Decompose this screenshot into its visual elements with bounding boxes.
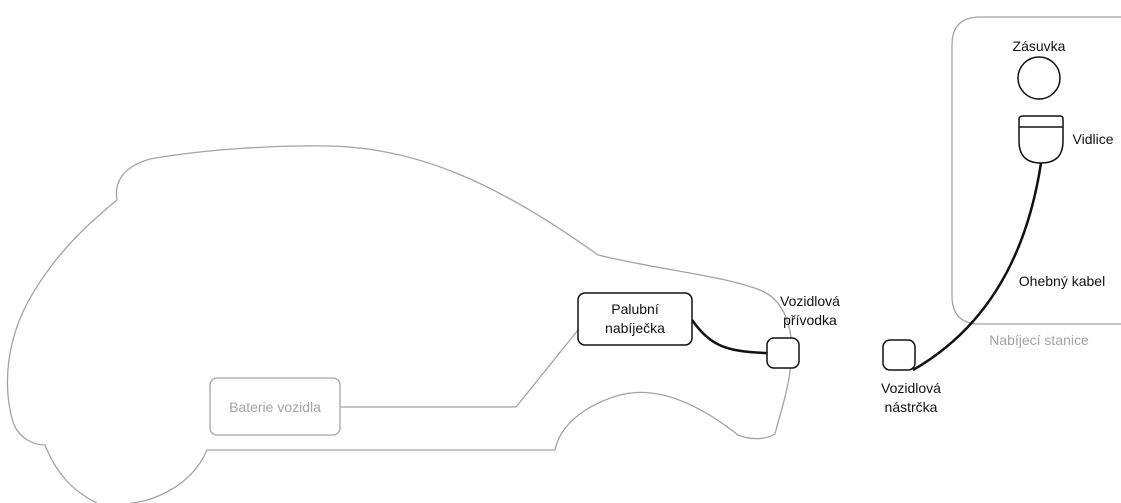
flexible-cable-label: Ohebný kabel [1019, 273, 1105, 289]
onboard-charger-box [577, 292, 693, 346]
flexible-cable [912, 162, 1043, 372]
onboard-charger-label-line1: Palubní [611, 301, 659, 317]
vehicle-connector [882, 339, 916, 371]
car-body-outline [6, 145, 793, 503]
vehicle-connector-label-line1: Vozidlová [881, 380, 941, 396]
battery-to-charger-line [340, 329, 579, 408]
vehicle-connector-label-line2: nástrčka [885, 399, 938, 415]
onboard-charger-label-line2: nabíječka [605, 320, 665, 336]
charger-to-inlet-cable [690, 319, 768, 355]
battery-box [209, 377, 341, 436]
battery-label: Baterie vozidla [229, 399, 321, 415]
socket-icon [1017, 56, 1061, 100]
plug-label: Vidlice [1073, 131, 1114, 147]
vehicle-inlet-label-line1: Vozidlová [780, 293, 840, 309]
vehicle-inlet-label-line2: přívodka [783, 312, 837, 328]
charging-station-outline [951, 16, 1121, 325]
plug-icon [1018, 115, 1064, 164]
socket-label: Zásuvka [1013, 38, 1066, 54]
vehicle-inlet [766, 337, 800, 369]
charging-station-title: Nabíjecí stanice [989, 332, 1089, 348]
